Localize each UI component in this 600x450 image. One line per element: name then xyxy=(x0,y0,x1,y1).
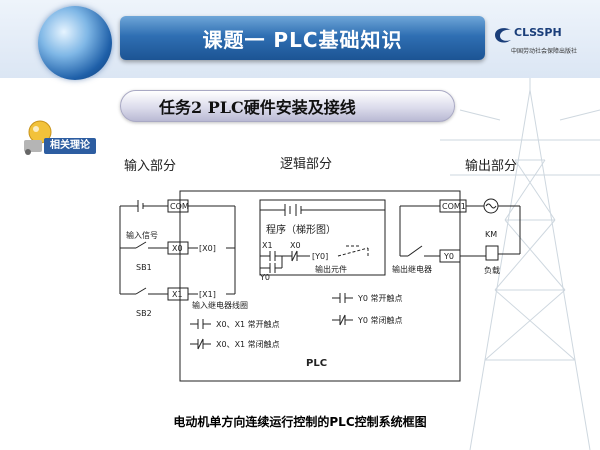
x0-coil-label: [X0] xyxy=(199,244,216,253)
ladder-coil-label: [Y0] xyxy=(312,252,328,261)
input-relay-coil-label: 输入继电器线圈 xyxy=(192,300,248,310)
y0-nc-contact-label: Y0 常闭触点 xyxy=(357,315,403,325)
sb2-label: SB2 xyxy=(136,309,152,318)
plc-system-diagram: 输入部分 逻辑部分 输出部分 xyxy=(119,157,521,382)
x-nc-contact-label: X0、X1 常闭触点 xyxy=(216,339,280,349)
section-input-label: 输入部分 xyxy=(124,158,176,174)
logo-subtext: 中国劳动社会保障出版社 xyxy=(510,48,577,55)
task-title: 任务2 PLC硬件安装及接线 xyxy=(120,90,455,122)
plc-box xyxy=(179,190,461,382)
input-signal-label: 输入信号 xyxy=(126,230,158,240)
com1-label: COM1 xyxy=(442,202,466,211)
section-output-label: 输出部分 xyxy=(465,158,517,174)
x1-coil-label: [X1] xyxy=(199,290,216,299)
logic-box xyxy=(259,199,386,276)
sb1-label: SB1 xyxy=(136,263,152,272)
x1-terminal-label: X1 xyxy=(172,290,183,299)
output-element-label: 输出元件 xyxy=(315,264,347,274)
output-relay-label: 输出继电器 xyxy=(392,264,432,274)
com-label: COM xyxy=(170,202,189,211)
plc-label: PLC xyxy=(306,358,327,369)
km-label: KM xyxy=(485,230,497,239)
y0-no-contact-label: Y0 常开触点 xyxy=(357,293,403,303)
page-title: 课题一 PLC基础知识 xyxy=(120,16,485,60)
program-label: 程序（梯形图） xyxy=(266,223,336,236)
km-load-coil xyxy=(485,245,499,261)
figure-caption: 电动机单方向连续运行控制的PLC控制系统框图 xyxy=(173,415,427,429)
section-logic-label: 逻辑部分 xyxy=(280,157,332,172)
x0-terminal-label: X0 xyxy=(172,244,183,253)
ladder-x0-label: X0 xyxy=(290,241,301,250)
publisher-logo-icon xyxy=(495,28,511,43)
load-label: 负载 xyxy=(484,265,500,275)
ladder-y0-label: Y0 xyxy=(259,273,270,282)
x-no-contact-label: X0、X1 常开触点 xyxy=(216,319,280,329)
y0-terminal-label: Y0 xyxy=(443,252,454,261)
theory-badge-icon xyxy=(24,120,52,155)
publisher-logo: CLSSPH 中国劳动社会保障出版社 xyxy=(492,22,596,66)
globe-icon xyxy=(38,6,112,80)
ladder-x1-label: X1 xyxy=(262,241,273,250)
theory-label: 相关理论 xyxy=(44,138,96,154)
logo-text: CLSSPH xyxy=(514,26,562,39)
